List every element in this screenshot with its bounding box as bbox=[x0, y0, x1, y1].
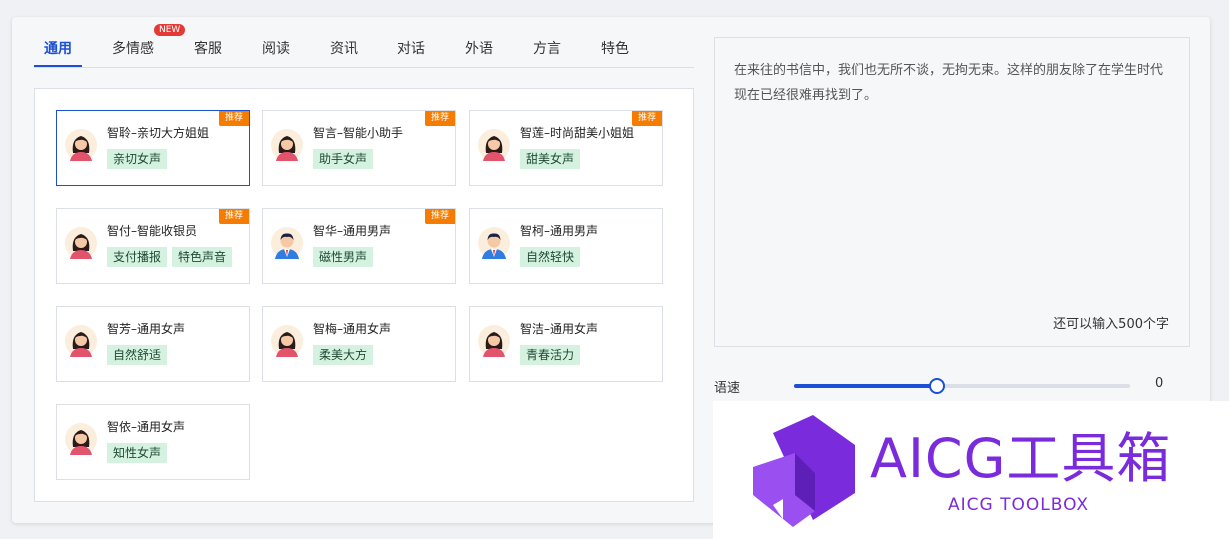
female-avatar-icon bbox=[478, 325, 510, 357]
voice-card[interactable]: 智华–通用男声磁性男声 推荐 bbox=[262, 208, 456, 284]
tab-2[interactable]: 客服 bbox=[194, 41, 222, 57]
voice-name: 智洁–通用女声 bbox=[520, 322, 599, 336]
recommend-badge: 推荐 bbox=[424, 209, 455, 224]
voice-name: 智梅–通用女声 bbox=[313, 322, 392, 336]
voice-card[interactable]: 智付–智能收银员支付播报特色声音 推荐 bbox=[56, 208, 250, 284]
watermark-title: AICG工具箱 bbox=[870, 427, 1172, 490]
female-avatar-icon bbox=[65, 129, 97, 161]
speed-value: 0 bbox=[1155, 376, 1164, 391]
text-input-area[interactable]: 在来往的书信中，我们也无所不谈，无拘无束。这样的朋友除了在学生时代现在已经很难再… bbox=[714, 37, 1190, 347]
voice-name: 智芳–通用女声 bbox=[107, 322, 186, 336]
voice-tags: 自然舒适 bbox=[107, 345, 168, 365]
female-avatar-icon bbox=[478, 129, 510, 161]
voice-name: 智言–智能小助手 bbox=[313, 126, 404, 140]
voice-tag: 青春活力 bbox=[520, 345, 581, 365]
voice-name: 智付–智能收银员 bbox=[107, 224, 198, 238]
char-counter: 还可以输入500个字 bbox=[1053, 317, 1169, 332]
voice-tags: 助手女声 bbox=[313, 149, 374, 169]
voice-tag: 自然舒适 bbox=[107, 345, 168, 365]
voice-tags: 柔美大方 bbox=[313, 345, 374, 365]
tab-4[interactable]: 资讯 bbox=[330, 41, 358, 57]
voice-tag: 磁性男声 bbox=[313, 247, 374, 267]
female-avatar-icon bbox=[65, 325, 97, 357]
tab-8[interactable]: 特色 bbox=[601, 41, 629, 57]
active-tab-indicator bbox=[34, 65, 82, 67]
voice-card[interactable]: 智莲–时尚甜美小姐姐甜美女声 推荐 bbox=[469, 110, 663, 186]
tab-6[interactable]: 外语 bbox=[465, 41, 493, 57]
voice-card[interactable]: 智聆–亲切大方姐姐亲切女声 推荐 bbox=[56, 110, 250, 186]
voice-card[interactable]: 智依–通用女声知性女声 bbox=[56, 404, 250, 480]
voice-tag: 甜美女声 bbox=[520, 149, 581, 169]
voice-tag: 亲切女声 bbox=[107, 149, 168, 169]
aicg-logo-icon bbox=[753, 415, 855, 527]
new-badge: NEW bbox=[154, 24, 186, 36]
voice-tag: 支付播报 bbox=[107, 247, 168, 267]
male-avatar-icon bbox=[271, 227, 303, 259]
female-avatar-icon bbox=[65, 227, 97, 259]
voice-tag: 特色声音 bbox=[172, 247, 233, 267]
tab-7[interactable]: 方言 bbox=[533, 41, 561, 57]
tab-1[interactable]: 多情感 bbox=[112, 41, 154, 57]
voice-name: 智依–通用女声 bbox=[107, 420, 186, 434]
voice-tags: 自然轻快 bbox=[520, 247, 581, 267]
speed-slider[interactable] bbox=[794, 378, 1130, 394]
tab-3[interactable]: 阅读 bbox=[262, 41, 290, 57]
recommend-badge: 推荐 bbox=[424, 111, 455, 126]
voice-tag: 知性女声 bbox=[107, 443, 168, 463]
voice-name: 智华–通用男声 bbox=[313, 224, 392, 238]
female-avatar-icon bbox=[271, 325, 303, 357]
voice-tags: 支付播报特色声音 bbox=[107, 247, 233, 267]
voice-tags: 青春活力 bbox=[520, 345, 581, 365]
text-input-content[interactable]: 在来往的书信中，我们也无所不谈，无拘无束。这样的朋友除了在学生时代现在已经很难再… bbox=[734, 63, 1164, 103]
voice-name: 智聆–亲切大方姐姐 bbox=[107, 126, 210, 140]
voice-card[interactable]: 智言–智能小助手助手女声 推荐 bbox=[262, 110, 456, 186]
voice-tag: 助手女声 bbox=[313, 149, 374, 169]
female-avatar-icon bbox=[271, 129, 303, 161]
speed-slider-fill bbox=[794, 384, 937, 388]
watermark-subtitle: AICG TOOLBOX bbox=[948, 495, 1090, 515]
voice-tags: 磁性男声 bbox=[313, 247, 374, 267]
male-avatar-icon bbox=[478, 227, 510, 259]
tab-5[interactable]: 对话 bbox=[397, 41, 425, 57]
voice-tags: 知性女声 bbox=[107, 443, 168, 463]
voice-list: 智聆–亲切大方姐姐亲切女声推荐智言–智能小助手助手女声推荐智莲–时尚甜美小姐姐甜… bbox=[34, 88, 694, 502]
voice-name: 智莲–时尚甜美小姐姐 bbox=[520, 126, 635, 140]
voice-tag: 自然轻快 bbox=[520, 247, 581, 267]
voice-card[interactable]: 智芳–通用女声自然舒适 bbox=[56, 306, 250, 382]
voice-tag: 柔美大方 bbox=[313, 345, 374, 365]
voice-name: 智柯–通用男声 bbox=[520, 224, 599, 238]
recommend-badge: 推荐 bbox=[218, 111, 249, 126]
voice-tags: 亲切女声 bbox=[107, 149, 168, 169]
tab-0[interactable]: 通用 bbox=[44, 41, 72, 57]
voice-tags: 甜美女声 bbox=[520, 149, 581, 169]
recommend-badge: 推荐 bbox=[631, 111, 662, 126]
recommend-badge: 推荐 bbox=[218, 209, 249, 224]
voice-card[interactable]: 智柯–通用男声自然轻快 bbox=[469, 208, 663, 284]
watermark: AICG工具箱 AICG TOOLBOX bbox=[713, 401, 1229, 539]
voice-card[interactable]: 智洁–通用女声青春活力 bbox=[469, 306, 663, 382]
speed-label: 语速 bbox=[714, 381, 741, 396]
speed-slider-thumb[interactable] bbox=[928, 378, 945, 394]
female-avatar-icon bbox=[65, 423, 97, 455]
voice-card[interactable]: 智梅–通用女声柔美大方 bbox=[262, 306, 456, 382]
